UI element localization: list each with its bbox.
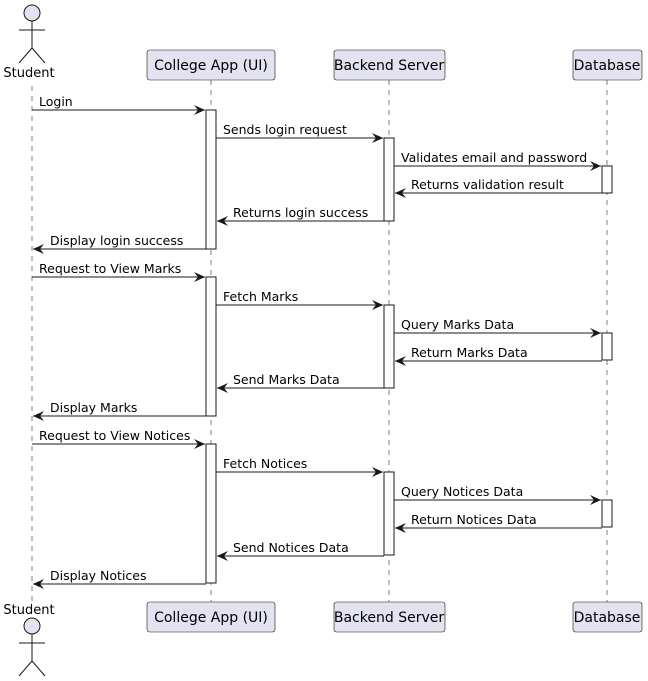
participant-label-backend-top: Backend Server	[334, 58, 444, 74]
message-label: Sends login request	[223, 122, 347, 137]
participant-app-top: College App (UI)	[146, 49, 276, 81]
message-label: Send Marks Data	[233, 372, 340, 387]
arrow-right-icon	[590, 495, 601, 505]
arrow-right-icon	[194, 272, 205, 282]
message-label: Login	[39, 94, 73, 109]
participant-db-top: Database	[572, 49, 643, 81]
arrow-right-icon	[194, 439, 205, 449]
message-15: Query Notices Data	[394, 484, 601, 505]
arrow-right-icon	[372, 133, 383, 143]
message-2: Sends login request	[216, 122, 383, 143]
arrow-left-icon	[33, 244, 44, 254]
actor-student-bottom: Student	[3, 603, 55, 677]
arrow-right-icon	[372, 300, 383, 310]
arrow-left-icon	[33, 579, 44, 589]
message-5: Returns login success	[217, 205, 384, 226]
participant-db-bottom: Database	[572, 601, 643, 633]
actor-label-student-bottom: Student	[3, 603, 54, 618]
message-7: Request to View Marks	[32, 261, 205, 282]
message-label: Request to View Marks	[39, 261, 181, 276]
message-label: Request to View Notices	[39, 428, 190, 443]
arrow-left-icon	[217, 216, 228, 226]
message-18: Display Notices	[33, 568, 206, 589]
message-16: Return Notices Data	[395, 512, 602, 533]
message-label: Return Marks Data	[411, 345, 528, 360]
participant-label-db-bottom: Database	[574, 610, 641, 626]
message-4: Returns validation result	[395, 177, 602, 198]
activation-db-marks	[601, 332, 613, 361]
message-1: Login	[32, 94, 205, 115]
participant-label-app-top: College App (UI)	[154, 58, 268, 74]
activation-backend-login	[383, 137, 395, 222]
activation-app-notices	[205, 443, 217, 584]
participants-bottom: Student College App (UI) Backend Server …	[3, 601, 643, 677]
message-label: Display Notices	[50, 568, 147, 583]
participant-label-app-bottom: College App (UI)	[154, 610, 268, 626]
activations	[205, 109, 613, 584]
activation-db-login	[601, 165, 613, 194]
arrow-left-icon	[395, 356, 406, 366]
activation-app-login	[205, 109, 217, 250]
message-8: Fetch Marks	[216, 289, 383, 310]
message-label: Return Notices Data	[411, 512, 537, 527]
message-label: Returns validation result	[411, 177, 564, 192]
message-label: Fetch Notices	[223, 456, 307, 471]
actor-head-icon	[23, 4, 41, 22]
message-11: Send Marks Data	[217, 372, 384, 393]
arrow-right-icon	[372, 467, 383, 477]
participant-label-backend-bottom: Backend Server	[334, 610, 444, 626]
participant-app-bottom: College App (UI)	[146, 601, 276, 633]
message-label: Validates email and password	[401, 150, 587, 165]
message-label: Query Notices Data	[401, 484, 523, 499]
actor-label-student-top: Student	[3, 66, 54, 81]
message-12: Display Marks	[33, 400, 206, 421]
actor-head-icon	[23, 617, 41, 635]
activation-backend-notices	[383, 471, 395, 556]
actor-student-top: Student	[3, 4, 55, 81]
message-6: Display login success	[33, 233, 206, 254]
message-label: Query Marks Data	[401, 317, 514, 332]
arrow-left-icon	[217, 383, 228, 393]
arrow-left-icon	[395, 188, 406, 198]
message-label: Display Marks	[50, 400, 137, 415]
arrow-right-icon	[194, 105, 205, 115]
message-13: Request to View Notices	[32, 428, 205, 449]
participant-label-db-top: Database	[574, 58, 641, 74]
arrow-left-icon	[217, 551, 228, 561]
participants-top: Student College App (UI) Backend Server …	[3, 4, 643, 81]
message-3: Validates email and password	[394, 150, 601, 171]
arrow-right-icon	[590, 161, 601, 171]
participant-backend-top: Backend Server	[333, 49, 446, 81]
message-label: Fetch Marks	[223, 289, 298, 304]
activation-backend-marks	[383, 304, 395, 389]
arrow-right-icon	[590, 328, 601, 338]
arrow-left-icon	[33, 411, 44, 421]
message-14: Fetch Notices	[216, 456, 383, 477]
activation-db-notices	[601, 499, 613, 528]
message-9: Query Marks Data	[394, 317, 601, 338]
message-label: Send Notices Data	[233, 540, 349, 555]
message-17: Send Notices Data	[217, 540, 384, 561]
message-label: Display login success	[50, 233, 183, 248]
arrow-left-icon	[395, 523, 406, 533]
messages: Login Sends login request Validates emai…	[32, 94, 602, 589]
message-label: Returns login success	[233, 205, 368, 220]
participant-backend-bottom: Backend Server	[333, 601, 446, 633]
activation-app-marks	[205, 276, 217, 417]
message-10: Return Marks Data	[395, 345, 602, 366]
